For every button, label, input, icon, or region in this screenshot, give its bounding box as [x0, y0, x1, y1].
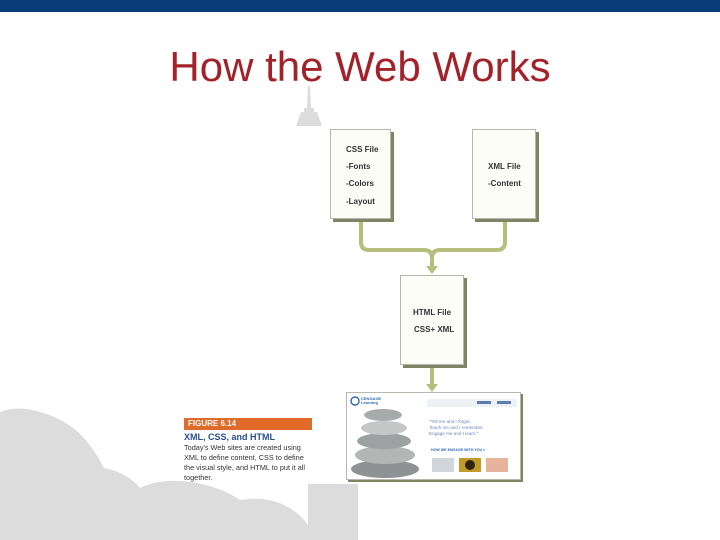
stone-4 — [361, 421, 407, 435]
site-logo: CENGAGE Learning — [361, 396, 382, 405]
css-item-colors: -Colors — [346, 179, 374, 188]
cloud-shape — [0, 408, 310, 540]
xml-file-box: XML File -Content — [472, 129, 536, 219]
figure-label: FIGURE 6.14 — [184, 418, 312, 430]
site-nav-link — [477, 401, 491, 404]
figure-text: Today's Web sites are created using XML … — [184, 443, 312, 483]
figure-text-line: together. — [184, 473, 213, 482]
arrow-head-to-site — [426, 384, 438, 392]
xml-connector — [430, 220, 507, 260]
css-file-title: CSS File — [346, 145, 379, 154]
site-nav-bar — [427, 399, 517, 407]
figure-caption: FIGURE 6.14 XML, CSS, and HTML Today's W… — [184, 418, 312, 483]
css-file-box: CSS File -Fonts -Colors -Layout — [330, 129, 391, 219]
stone-2 — [355, 446, 415, 464]
html-file-title: HTML File — [413, 308, 452, 317]
site-quote: "Tell me and I forget. Teach me and I re… — [429, 419, 484, 437]
site-photo-2-center — [465, 460, 475, 470]
html-file-subtitle: CSS+ XML — [414, 325, 455, 334]
stone-5 — [364, 409, 402, 421]
figure-text-line: XML to define content, CSS to define — [184, 453, 304, 462]
figure-text-line: the visual style, and HTML to put it all — [184, 463, 305, 472]
arrow-head-to-html — [426, 266, 438, 274]
stone-1 — [351, 460, 419, 478]
site-logo-mark — [350, 396, 360, 406]
top-bar — [0, 0, 720, 12]
xml-item-content: -Content — [488, 179, 521, 188]
xml-file-title: XML File — [488, 162, 521, 171]
site-quote-line: "Tell me and I forget. — [429, 419, 471, 424]
site-quote-line: Teach me and I remember. — [429, 425, 484, 430]
site-quote-line: Engage me and I learn." — [429, 431, 479, 436]
css-item-layout: -Layout — [346, 197, 375, 206]
figure-title: XML, CSS, and HTML — [184, 432, 275, 442]
site-photo-1 — [432, 458, 454, 472]
html-file-box: HTML File CSS+ XML — [400, 275, 464, 365]
website-art — [347, 393, 520, 479]
stone-3 — [357, 433, 411, 449]
site-link: HOW WE ENGAGE WITH YOU > — [431, 448, 486, 452]
figure-text-line: Today's Web sites are created using — [184, 443, 301, 452]
tower-block — [308, 484, 358, 540]
site-photo-3 — [486, 458, 508, 472]
site-nav-link — [497, 401, 511, 404]
website-thumbnail: CENGAGE Learning "Tell me and I forget. … — [346, 392, 521, 480]
css-item-fonts: -Fonts — [346, 162, 371, 171]
dome-spire — [296, 86, 322, 126]
css-connector — [359, 220, 434, 268]
slide-title: How the Web Works — [169, 43, 551, 90]
